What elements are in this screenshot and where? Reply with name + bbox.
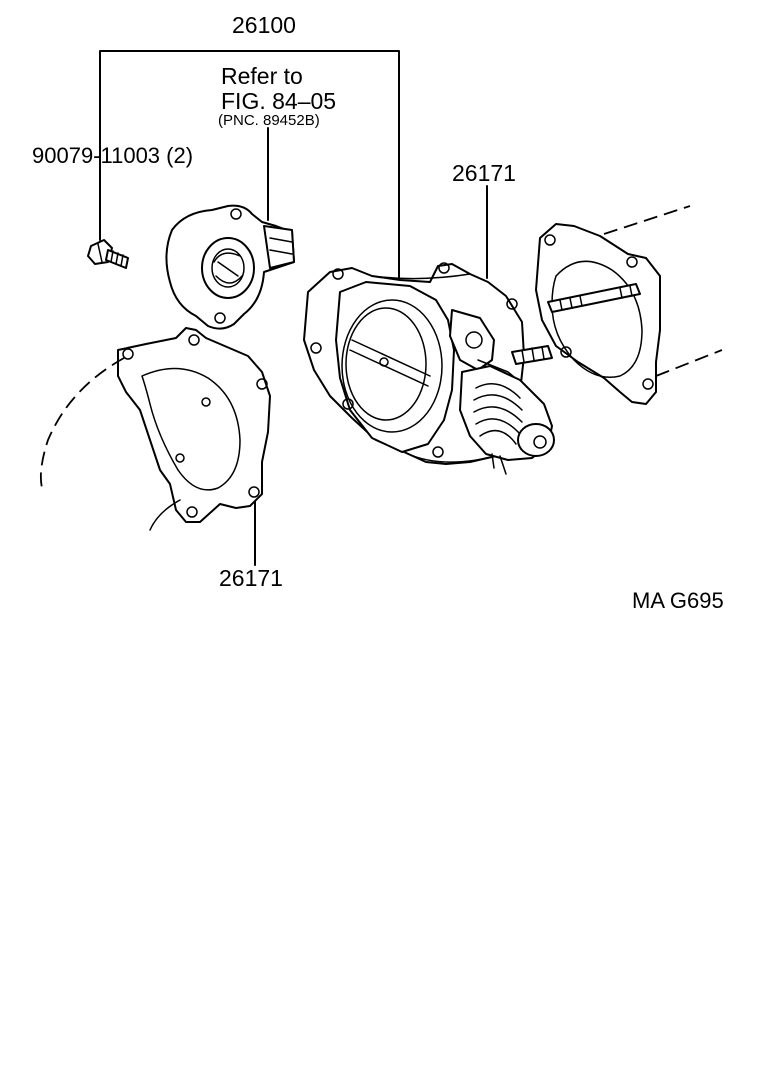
label-gasket-right-part: 26171 xyxy=(452,160,516,186)
left-gasket-icon xyxy=(117,327,271,523)
label-refer-line2: FIG. 84–05 xyxy=(221,88,336,114)
bolt-icon xyxy=(87,239,129,269)
label-refer-line1: Refer to xyxy=(221,63,303,89)
label-refer-pnc: (PNC. 89452B) xyxy=(218,112,320,129)
label-bolt-part: 90079-11003 (2) xyxy=(32,143,193,168)
label-assembly-part: 26100 xyxy=(232,12,296,38)
throttle-body-icon xyxy=(303,262,555,475)
label-figure-code: MA G695 xyxy=(632,588,724,613)
leader-lines xyxy=(99,50,488,566)
right-gasket-icon xyxy=(535,205,723,405)
throttle-sensor-icon xyxy=(165,204,295,330)
intake-outline-dashed xyxy=(39,357,181,531)
label-gasket-left-part: 26171 xyxy=(219,565,283,591)
